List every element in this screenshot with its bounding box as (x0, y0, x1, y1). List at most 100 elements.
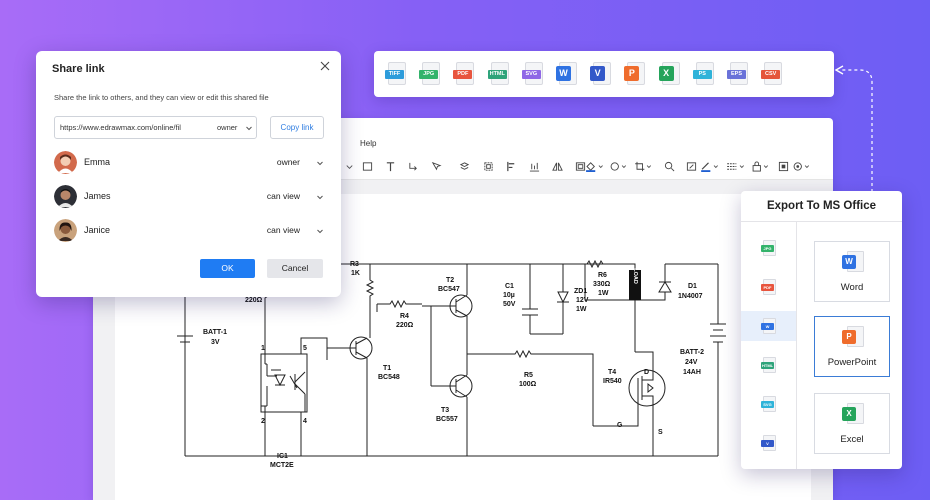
avatar (54, 219, 77, 242)
export-excel-card[interactable]: X Excel (814, 393, 890, 454)
t1-label: T1 (383, 365, 391, 372)
ms-side-format-v[interactable]: V (741, 428, 796, 458)
person-name: James (84, 191, 111, 201)
chevron-down-icon[interactable] (316, 193, 324, 201)
export-format-tiff-icon[interactable]: TIFF (385, 62, 407, 88)
ms-side-format-jpg[interactable]: JPG (741, 233, 796, 263)
format-badge: W (761, 323, 774, 330)
link-permission-select[interactable]: owner (217, 123, 238, 132)
align-icon[interactable] (505, 160, 517, 172)
rectangle-tool-icon[interactable] (361, 160, 373, 172)
ms-side-format-w[interactable]: W (741, 311, 796, 341)
ms-side-format-pdf[interactable]: PDF (741, 272, 796, 302)
person-permission-select[interactable]: can view (266, 225, 300, 235)
dropdown-chevron-icon[interactable] (343, 160, 355, 172)
layers-icon[interactable] (458, 160, 470, 172)
app-letter-badge: X (842, 407, 856, 421)
distribute-icon[interactable] (528, 160, 540, 172)
person-name: Janice (84, 225, 111, 235)
flip-icon[interactable] (551, 160, 563, 172)
edit-icon[interactable] (685, 160, 697, 172)
menu-help[interactable]: Help (360, 139, 377, 148)
r1-value: 220Ω (245, 297, 263, 304)
avatar (54, 185, 77, 208)
batt1-value: 3V (211, 339, 220, 346)
more-tools-icon[interactable] (791, 160, 821, 172)
export-format-pdf-icon[interactable]: PDF (453, 62, 475, 88)
menu-bar: Help (93, 118, 833, 148)
circuit-diagram[interactable]: LOAD R1 220Ω BATT-1 3V R3 1K T2 BC547 R4… (115, 194, 811, 500)
person-name: Emma (84, 157, 111, 167)
format-badge: PS (692, 70, 712, 79)
ms-side-format-html[interactable]: HTML (741, 350, 796, 380)
export-format-x-icon[interactable]: X (658, 62, 681, 88)
export-format-p-icon[interactable]: P (624, 62, 646, 88)
dashed-arrow-icon (834, 65, 873, 198)
close-icon[interactable] (319, 60, 331, 72)
pointer-tool-icon[interactable] (430, 160, 442, 172)
group-icon[interactable] (482, 160, 494, 172)
fill-color-icon[interactable] (583, 160, 613, 172)
export-format-v-icon[interactable]: V (590, 62, 612, 88)
ms-side-format-svg[interactable]: SVG (741, 389, 796, 419)
text-tool-icon[interactable] (384, 160, 396, 172)
export-format-ps-icon[interactable]: PS (692, 62, 715, 88)
person-permission-select[interactable]: can view (266, 191, 300, 201)
d1-label: D1 (688, 283, 697, 290)
ic1-pin-2: 2 (261, 418, 265, 425)
r4-value: 220Ω (396, 322, 414, 329)
export-format-csv-icon[interactable]: CSV (761, 62, 783, 88)
export-format-eps-icon[interactable]: EPS (727, 62, 749, 88)
t3-label: T3 (441, 407, 449, 414)
crop-icon[interactable] (633, 160, 663, 172)
r3-label: R3 (350, 261, 359, 268)
format-badge: PDF (453, 70, 473, 79)
chevron-down-icon[interactable] (316, 227, 324, 235)
chevron-down-icon[interactable] (316, 159, 324, 167)
format-badge: PDF (761, 284, 774, 291)
ok-button[interactable]: OK (200, 259, 255, 278)
card-label: Excel (840, 434, 864, 445)
person-permission-select[interactable]: owner (276, 157, 300, 167)
connector-tool-icon[interactable] (407, 160, 419, 172)
powerpoint-icon: P (842, 326, 864, 348)
format-badge: JPG (761, 245, 774, 252)
format-badge: CSV (761, 70, 781, 79)
image-icon[interactable] (574, 160, 586, 172)
shape-style-icon[interactable] (608, 160, 638, 172)
frame-icon[interactable] (777, 160, 789, 172)
ic1-value: MCT2E (270, 462, 294, 469)
batt1-label: BATT-1 (203, 329, 227, 336)
search-icon[interactable] (663, 160, 675, 172)
format-badge: P (624, 66, 640, 81)
mosfet-gate-label: G (617, 422, 623, 429)
copy-link-button[interactable]: Copy link (270, 116, 324, 139)
batt2-value-a: 24V (685, 359, 698, 366)
share-url-input[interactable] (60, 117, 205, 138)
cancel-button[interactable]: Cancel (267, 259, 323, 278)
load-label: LOAD (632, 268, 638, 284)
line-color-icon[interactable] (699, 160, 729, 172)
card-label: Word (840, 282, 864, 293)
divider (741, 221, 902, 222)
export-format-jpg-icon[interactable]: JPG (419, 62, 441, 88)
share-description: Share the link to others, and they can v… (54, 93, 269, 102)
lock-icon[interactable] (750, 160, 780, 172)
line-style-icon[interactable] (725, 160, 755, 172)
share-dialog-title: Share link (52, 63, 105, 75)
share-link-dialog: Share link Share the link to others, and… (36, 51, 341, 297)
export-format-html-icon[interactable]: HTML (487, 62, 510, 88)
zd1-label: ZD1 (574, 288, 587, 295)
format-badge: TIFF (385, 70, 404, 79)
r6-value-a: 330Ω (593, 281, 611, 288)
export-format-w-icon[interactable]: W (556, 62, 578, 88)
share-link-field: owner (54, 116, 257, 139)
chevron-down-icon[interactable] (245, 124, 253, 132)
export-format-svg-icon[interactable]: SVG (521, 62, 544, 88)
ic1-label: IC1 (277, 453, 288, 460)
share-person-row: Janice can view (54, 219, 326, 243)
